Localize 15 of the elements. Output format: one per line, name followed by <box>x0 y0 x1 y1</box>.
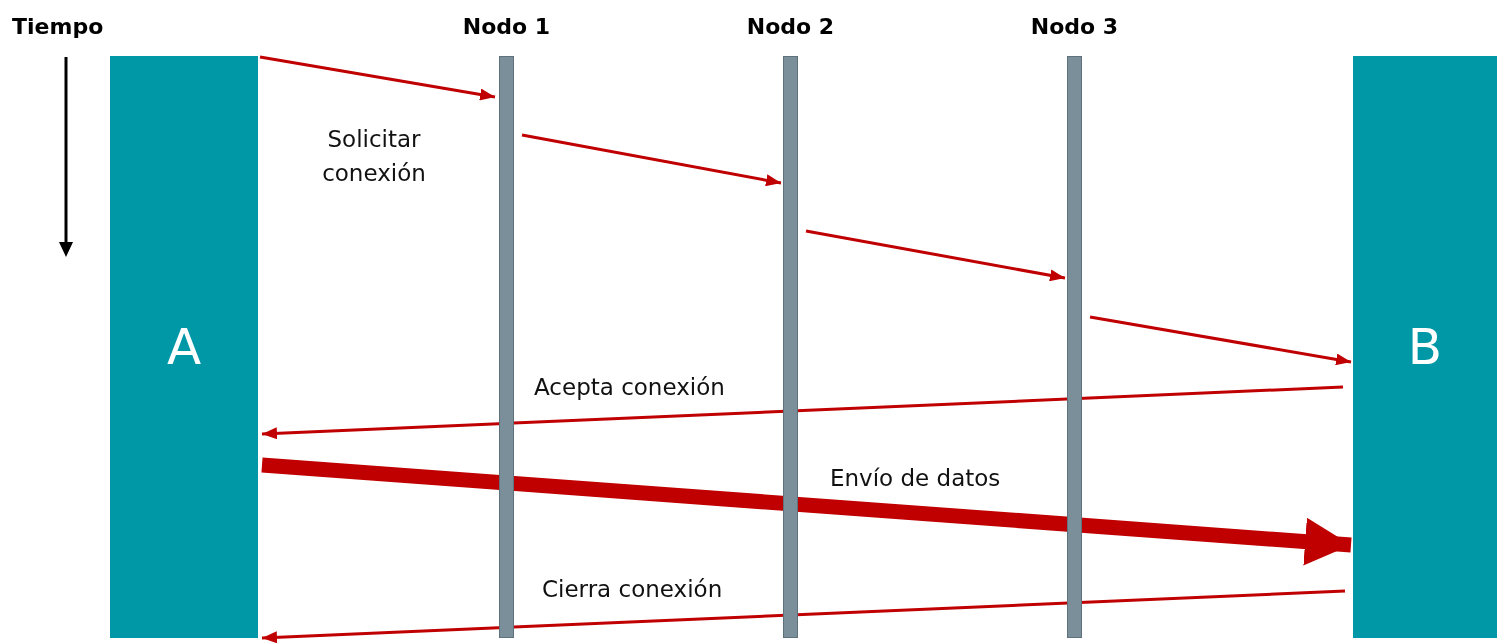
node-label: A <box>166 318 202 376</box>
axis-label: Tiempo <box>12 14 104 39</box>
endpoint-box <box>110 56 258 638</box>
arrow <box>805 229 1066 282</box>
arrow <box>261 385 1344 440</box>
lifeline-heading: Nodo 3 <box>1030 13 1119 41</box>
node-label: B <box>1407 318 1443 376</box>
arrow <box>259 55 496 101</box>
arrow <box>261 457 1352 566</box>
lifeline-heading: Nodo 1 <box>462 13 551 41</box>
arrow <box>1089 315 1352 366</box>
arrow <box>521 133 782 187</box>
lifeline-heading: Nodo 2 <box>746 13 835 41</box>
endpoint-box <box>1353 56 1497 638</box>
arrow <box>261 589 1346 643</box>
